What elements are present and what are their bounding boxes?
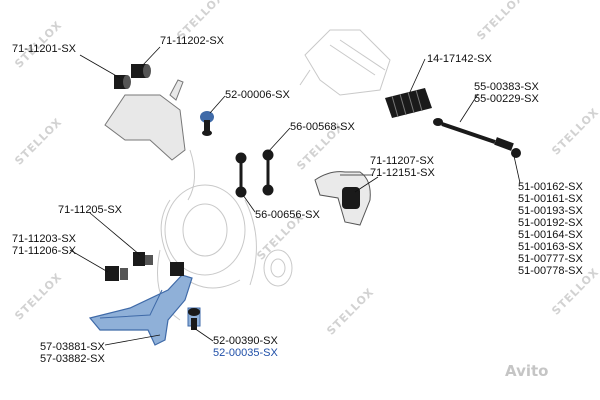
part-number-71-11203-sx[interactable]: 71-11203-SX: [12, 233, 77, 245]
part-number-51-00778-sx[interactable]: 51-00778-SX: [518, 265, 583, 277]
part-number-51-00163-sx[interactable]: 51-00163-SX: [518, 241, 583, 253]
upper-bushings: [114, 64, 151, 89]
part-number-14-17142-sx[interactable]: 14-17142-SX: [427, 53, 492, 65]
part-number-71-11206-sx[interactable]: 71-11206-SX: [12, 245, 77, 257]
part-number-51-00193-sx[interactable]: 51-00193-SX: [518, 205, 583, 217]
lower-ball-joint: [187, 307, 201, 330]
part-number-56-00656-sx[interactable]: 56-00656-SX: [255, 209, 320, 221]
upper-ball-joint: [200, 111, 214, 136]
part-number-51-00164-sx[interactable]: 51-00164-SX: [518, 229, 583, 241]
avito-logo: Avito: [505, 362, 549, 380]
tie-rod-end: [494, 137, 521, 158]
part-number-52-00006-sx[interactable]: 52-00006-SX: [225, 89, 290, 101]
steering-rack-outline: [299, 29, 391, 96]
part-number-71-11205-sx[interactable]: 71-11205-SX: [58, 204, 123, 216]
lower-control-arm: [88, 274, 193, 346]
part-number-55-00383-sx[interactable]: 55-00383-SX: [474, 81, 539, 93]
leader-lines: [69, 46, 521, 346]
stabilizer-bushing: [314, 171, 372, 226]
part-number-51-00162-sx[interactable]: 51-00162-SX: [518, 181, 583, 193]
part-number-52-00035-sx[interactable]: 52-00035-SX: [213, 347, 278, 359]
steering-boot: [385, 88, 432, 118]
part-number-57-03881-sx[interactable]: 57-03881-SX: [40, 341, 105, 353]
part-number-71-11207-sx[interactable]: 71-11207-SX: [370, 155, 435, 167]
inner-tie-rod: [433, 118, 496, 144]
part-number-51-00161-sx[interactable]: 51-00161-SX: [518, 193, 583, 205]
part-number-71-12151-sx[interactable]: 71-12151-SX: [370, 167, 435, 179]
part-number-71-11201-sx[interactable]: 71-11201-SX: [12, 43, 77, 55]
part-number-55-00229-sx[interactable]: 55-00229-SX: [474, 93, 539, 105]
upper-control-arm: [104, 79, 186, 161]
stabilizer-links: [235, 149, 274, 198]
part-number-56-00568-sx[interactable]: 56-00568-SX: [290, 121, 355, 133]
part-number-51-00192-sx[interactable]: 51-00192-SX: [518, 217, 583, 229]
part-number-51-00777-sx[interactable]: 51-00777-SX: [518, 253, 583, 265]
lower-bushings: [105, 252, 184, 281]
part-number-71-11202-sx[interactable]: 71-11202-SX: [160, 35, 225, 47]
part-number-52-00390-sx[interactable]: 52-00390-SX: [213, 335, 278, 347]
part-number-57-03882-sx[interactable]: 57-03882-SX: [40, 353, 105, 365]
